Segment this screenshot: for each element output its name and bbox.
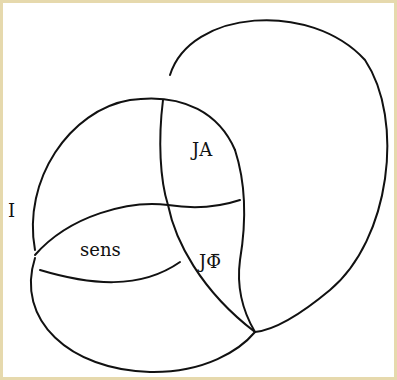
region-node: JΦ̄ [196, 249, 224, 275]
lower-loop [31, 258, 255, 372]
loop-label: I [8, 200, 15, 222]
top-loop [33, 98, 235, 250]
inner-right-curve [235, 150, 255, 332]
region-label: JA [192, 139, 212, 161]
divider [160, 100, 168, 205]
region-node: JA [189, 137, 215, 163]
inner-left-curve [168, 205, 255, 332]
middle-curve [35, 200, 240, 255]
big-blob [170, 20, 387, 332]
region-label: JΦ̄ [199, 251, 221, 273]
region-node: sens [77, 237, 124, 263]
bottom-curve [40, 262, 180, 282]
region-label: sens [80, 239, 121, 261]
